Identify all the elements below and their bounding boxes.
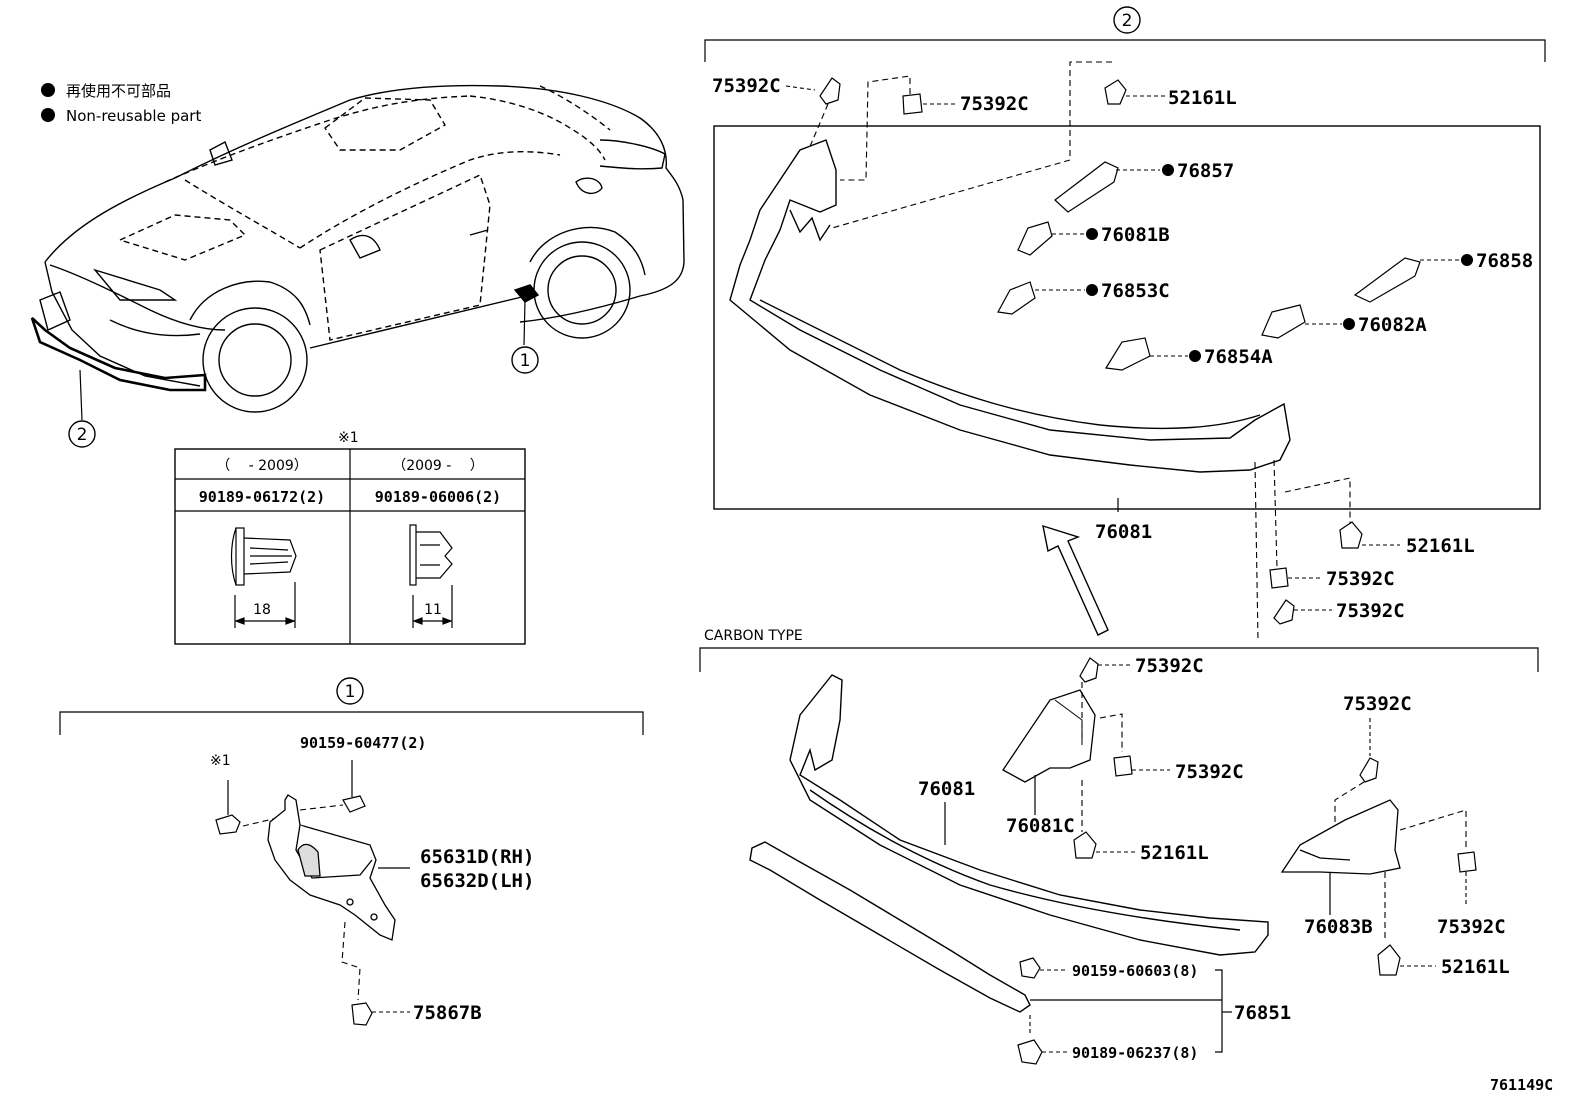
clip-icon <box>1377 944 1401 976</box>
clip-icon <box>1073 831 1097 859</box>
label-75392C-6: 75392C <box>1175 761 1244 783</box>
clip-icon <box>351 1002 373 1026</box>
spoiler-frame <box>713 125 1541 510</box>
label-76083B: 76083B <box>1304 916 1373 938</box>
label-76082A: 76082A <box>1358 314 1427 336</box>
bracket-icon <box>1261 304 1306 339</box>
label-75392C-1: 75392C <box>712 75 781 97</box>
retainer-icon <box>1359 757 1379 783</box>
front-spoiler-icon <box>729 139 1291 473</box>
figure-id: 761149C <box>1490 1076 1553 1094</box>
label-75392C-5: 75392C <box>1135 655 1204 677</box>
arrow-icon <box>1042 524 1109 636</box>
clip-old-dimension: 18 <box>253 602 271 618</box>
retainer-icon <box>1457 851 1477 873</box>
section-2-number: 2 <box>1122 11 1133 31</box>
callout-2-car: 2 <box>68 420 96 448</box>
retainer-icon <box>902 93 923 115</box>
label-90189-06237: 90189-06237(8) <box>1072 1044 1198 1062</box>
label-76853C: 76853C <box>1101 280 1170 302</box>
section-2: 2 75392C 75392C 52161L 76081 76857 7 <box>704 6 1546 641</box>
non-reusable-dot-icon <box>41 108 55 122</box>
clip-table-col2-header: （2009 - ） <box>392 458 484 474</box>
mudguard-icon <box>267 794 396 941</box>
car-illustration <box>39 84 685 413</box>
label-90159-60603: 90159-60603(8) <box>1072 962 1198 980</box>
bracket-icon <box>1002 689 1096 783</box>
clip-icon-new <box>409 524 453 628</box>
screw-icon <box>1017 1039 1043 1065</box>
bolt-icon <box>342 760 366 813</box>
legend: 再使用不可部品 Non-reusable part <box>41 82 201 125</box>
label-52161L-top: 52161L <box>1168 87 1237 109</box>
non-reusable-dot-icon <box>41 83 55 97</box>
retainer-icon <box>1273 599 1295 625</box>
front-spoiler-highlight <box>30 317 207 392</box>
legend-text-en: Non-reusable part <box>66 107 201 125</box>
clip-table-col2-part: 90189-06006(2) <box>375 488 501 506</box>
retainer-icon <box>1113 755 1133 777</box>
bracket-icon <box>1054 161 1119 213</box>
non-reusable-dot-icon <box>1086 228 1098 240</box>
carbon-type-title: CARBON TYPE <box>704 628 803 644</box>
label-65632D: 65632D(LH) <box>420 870 534 892</box>
lower-strip-icon <box>749 841 1031 1013</box>
label-76851: 76851 <box>1234 1002 1291 1024</box>
retainer-icon <box>1079 657 1099 683</box>
carbon-spoiler-icon <box>789 674 1269 956</box>
label-75867B: 75867B <box>413 1002 482 1024</box>
label-75392C-2: 75392C <box>960 93 1029 115</box>
section-1-note-mark: ※1 <box>210 753 231 769</box>
non-reusable-dot-icon <box>1162 164 1174 176</box>
non-reusable-dot-icon <box>1461 254 1473 266</box>
label-75392C-7: 75392C <box>1343 693 1412 715</box>
clip-table-note-mark: ※1 <box>338 430 359 446</box>
label-52161L-c1: 52161L <box>1140 842 1209 864</box>
label-65631D: 65631D(RH) <box>420 846 534 868</box>
clip-new-dimension: 11 <box>424 602 442 618</box>
label-76081-carbon: 76081 <box>918 778 975 800</box>
clip-icon <box>215 780 241 835</box>
clip-icon <box>1339 521 1363 549</box>
clip-table: ※1 （ - 2009） （2009 - ） 90189-06172(2) 90… <box>174 430 526 645</box>
bracket-icon <box>1105 337 1151 371</box>
label-76854A: 76854A <box>1204 346 1273 368</box>
clip-table-col1-part: 90189-06172(2) <box>199 488 325 506</box>
legend-text-jp: 再使用不可部品 <box>66 82 171 100</box>
clip-icon-old <box>230 527 297 628</box>
bracket-icon <box>1353 257 1421 303</box>
callout-1-car: 1 <box>511 346 539 374</box>
callout-1-number: 1 <box>520 351 531 371</box>
screw-icon <box>1019 957 1041 979</box>
non-reusable-dot-icon <box>1086 284 1098 296</box>
label-76081C: 76081C <box>1006 815 1075 837</box>
non-reusable-dot-icon <box>1189 350 1201 362</box>
retainer-icon <box>819 77 841 105</box>
retainer-icon <box>1269 567 1289 589</box>
clip-table-col1-header: （ - 2009） <box>216 458 308 474</box>
label-76857: 76857 <box>1177 160 1234 182</box>
clip-icon <box>1104 79 1127 105</box>
section-1: 1 ※1 65631D(RH) 65632D(LH) 90159-60477(2… <box>59 677 644 1026</box>
label-52161L-right: 52161L <box>1406 535 1475 557</box>
bracket-icon <box>997 281 1036 315</box>
non-reusable-dot-icon <box>1343 318 1355 330</box>
label-76081-std: 76081 <box>1095 521 1152 543</box>
label-90159-60477: 90159-60477(2) <box>300 734 426 752</box>
carbon-section: CARBON TYPE 76081 76081C 75392C 75392C 5… <box>699 628 1539 1065</box>
label-52161L-c2: 52161L <box>1441 956 1510 978</box>
callout-2-number: 2 <box>77 425 88 445</box>
bracket-icon <box>1017 221 1053 256</box>
side-spoiler-icon <box>1280 799 1401 875</box>
label-75392C-3: 75392C <box>1326 568 1395 590</box>
section-1-number: 1 <box>345 682 356 702</box>
label-75392C-4: 75392C <box>1336 600 1405 622</box>
label-75392C-8: 75392C <box>1437 916 1506 938</box>
label-76858: 76858 <box>1476 250 1533 272</box>
label-76081B: 76081B <box>1101 224 1170 246</box>
